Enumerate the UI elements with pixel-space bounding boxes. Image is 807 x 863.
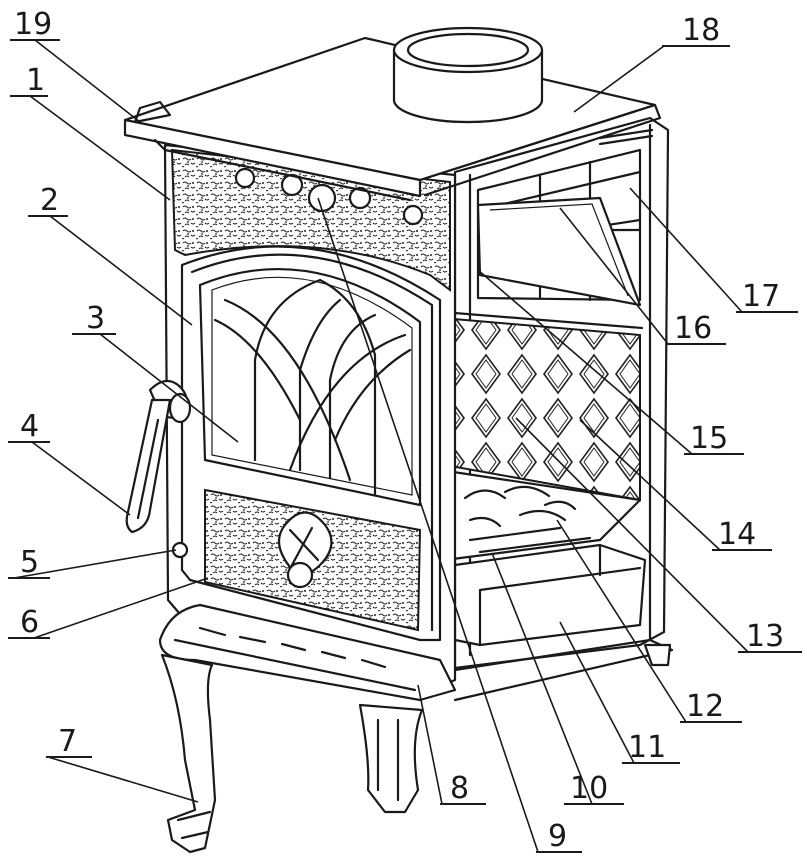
callout-label: 10 [570, 771, 608, 806]
callout-label: 2 [40, 183, 59, 218]
leader-7 [47, 756, 199, 803]
callout-6: 6 [8, 605, 50, 640]
leader-19 [34, 39, 141, 123]
leader-1 [29, 95, 171, 201]
leader-13 [515, 417, 749, 653]
fire-brick-panels [476, 148, 642, 307]
callout-label: 14 [718, 517, 756, 552]
leader-4 [31, 441, 131, 516]
callout-label: 3 [86, 301, 105, 336]
leader-lines [13, 39, 749, 853]
hearth-base [158, 603, 674, 702]
callout-4: 4 [8, 409, 50, 444]
callout-19: 19 [10, 7, 60, 42]
top-plate [123, 36, 662, 202]
callout-2: 2 [28, 183, 68, 218]
leader-11 [559, 621, 635, 764]
callout-12: 12 [680, 689, 742, 724]
callout-label: 12 [686, 689, 724, 724]
callout-7: 7 [46, 724, 92, 759]
leader-17 [629, 187, 743, 313]
callout-14: 14 [712, 517, 772, 552]
callout-18: 18 [662, 13, 730, 48]
leader-12 [556, 519, 687, 723]
callout-label: 4 [20, 409, 39, 444]
callout-label: 9 [548, 819, 567, 854]
callout-11: 11 [622, 730, 680, 765]
callout-label: 11 [628, 730, 666, 765]
leader-2 [49, 215, 193, 326]
callout-label: 6 [20, 605, 39, 640]
leader-6 [33, 577, 209, 639]
leader-3 [99, 333, 239, 443]
callout-8: 8 [440, 771, 486, 806]
leader-9 [317, 197, 539, 853]
leader-18 [573, 45, 665, 113]
leader-16 [559, 207, 669, 345]
callout-label: 16 [674, 311, 712, 346]
leader-8 [417, 684, 443, 805]
callout-label: 15 [690, 421, 728, 456]
callout-label: 17 [742, 279, 780, 314]
callout-5: 5 [8, 545, 50, 580]
callout-label: 18 [682, 13, 720, 48]
callout-1: 1 [10, 63, 48, 98]
callout-9: 9 [536, 819, 582, 854]
callout-label: 13 [746, 619, 784, 654]
callout-16: 16 [666, 311, 726, 346]
flue-collar [392, 26, 544, 124]
leader-15 [477, 269, 693, 455]
callout-label: 5 [20, 545, 39, 580]
leader-14 [579, 419, 721, 551]
callout-10: 10 [564, 771, 624, 806]
callout-17: 17 [736, 279, 798, 314]
callout-label: 1 [26, 63, 45, 98]
callout-label: 7 [58, 724, 77, 759]
callout-label: 8 [450, 771, 469, 806]
legs [160, 643, 672, 854]
callout-3: 3 [72, 301, 116, 336]
leader-10 [491, 552, 593, 805]
stove-drawing [123, 26, 674, 854]
callout-13: 13 [738, 619, 802, 654]
callout-labels: 19 1 2 3 4 5 6 7 [8, 7, 802, 854]
leader-5 [13, 549, 177, 579]
callout-label: 19 [14, 7, 52, 42]
door [180, 245, 442, 642]
door-handle [125, 379, 192, 534]
callout-15: 15 [684, 421, 744, 456]
